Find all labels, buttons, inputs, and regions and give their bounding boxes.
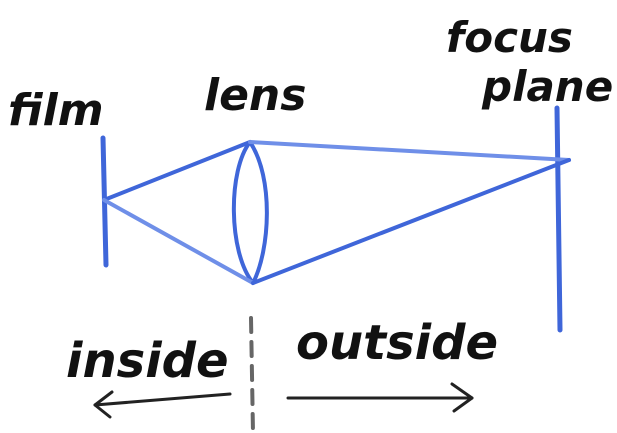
- inside-label: inside: [66, 333, 229, 389]
- ray-film-to-lens-bottom: [102, 198, 255, 285]
- inside-arrow: [93, 390, 232, 419]
- outside-arrow: [286, 382, 474, 413]
- ray-lens-bottom-to-focus: [251, 158, 571, 285]
- focus-plane-line: [554, 105, 563, 333]
- focus-label-line2: plane: [481, 62, 613, 111]
- lens-label: lens: [204, 70, 306, 121]
- inside-outside-divider: [249, 316, 255, 433]
- film-label: film: [8, 85, 104, 136]
- ray-film-to-lens-top: [102, 140, 252, 202]
- focus-label-line1: focus: [446, 13, 573, 62]
- outside-label: outside: [296, 315, 498, 371]
- ray-lens-top-to-focus: [248, 140, 571, 162]
- lens-shape: [231, 140, 269, 285]
